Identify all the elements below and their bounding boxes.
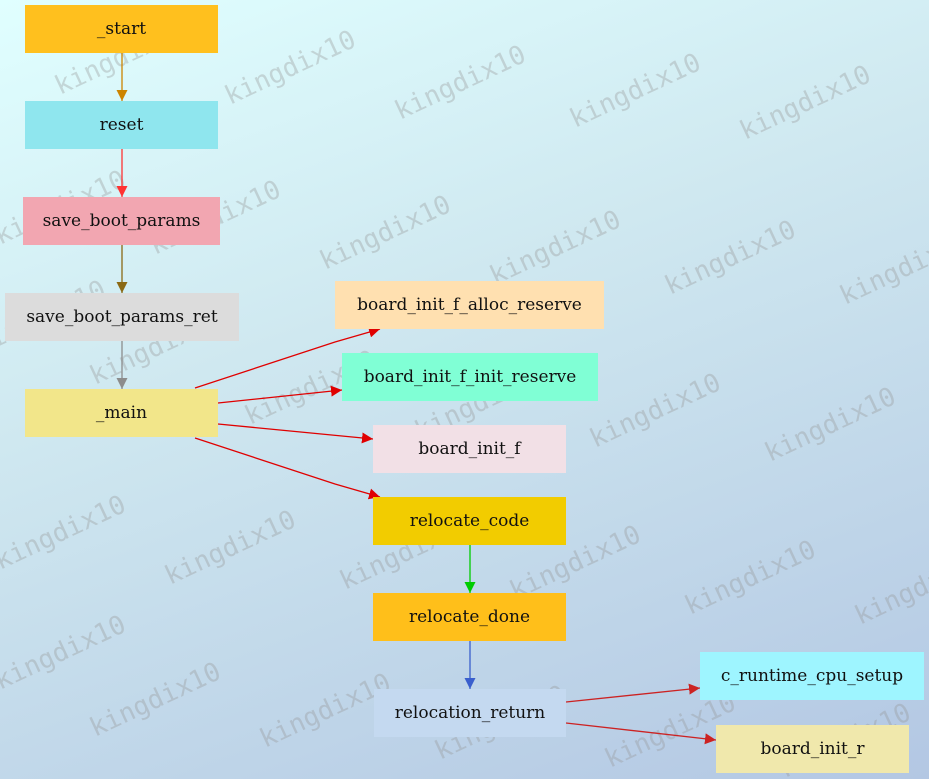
node-save-boot-params-ret: save_boot_params_ret [5, 293, 239, 341]
watermark-text: kingdix10 [585, 368, 725, 455]
watermark-text: kingdix10 [835, 225, 929, 312]
edge-main-to-board_init_f_alloc_reserve [194, 326, 381, 389]
edge-layer [116, 53, 717, 745]
node-relocation-return: relocation_return [374, 689, 566, 737]
watermark-text: kingdix10 [220, 25, 360, 112]
node-reset: reset [25, 101, 218, 149]
node-board-init-f-init-reserve: board_init_f_init_reserve [342, 353, 598, 401]
node-start: _start [25, 5, 218, 53]
node-main: _main [25, 389, 218, 437]
node-label: relocate_code [409, 511, 530, 531]
node-label: relocate_done [408, 607, 531, 627]
watermark-text: kingdix10 [390, 40, 530, 127]
node-board-init-f: board_init_f [373, 425, 566, 473]
node-relocate-done: relocate_done [373, 593, 566, 641]
node-label: save_boot_params [42, 211, 201, 231]
watermark-text: kingdix10 [315, 190, 455, 277]
watermark-text: kingdix10 [485, 205, 625, 292]
node-label: save_boot_params_ret [26, 307, 218, 327]
node-save-boot-params: save_boot_params [23, 197, 220, 245]
node-label: board_init_f_init_reserve [363, 367, 577, 387]
edge-relocation_return-to-c_runtime_cpu_setup [565, 683, 701, 703]
node-relocate-code: relocate_code [373, 497, 566, 545]
watermark-text: kingdix10 [85, 657, 225, 744]
watermark-text: kingdix10 [735, 60, 875, 147]
edge-main-to-board_init_f_init_reserve [217, 385, 343, 404]
node-board-init-f-alloc-reserve: board_init_f_alloc_reserve [335, 281, 604, 329]
edge-main-to-board_init_f [217, 423, 374, 444]
node-label: board_init_f [418, 439, 521, 459]
node-label: _start [96, 19, 147, 39]
node-label: c_runtime_cpu_setup [720, 666, 904, 686]
node-board-init-r: board_init_r [716, 725, 909, 773]
watermark-text: kingdix10 [160, 505, 300, 592]
node-label: board_init_r [760, 739, 865, 759]
node-c-runtime-cpu-setup: c_runtime_cpu_setup [700, 652, 924, 700]
edge-main-to-relocate_code [194, 437, 381, 500]
node-label: reset [99, 115, 144, 135]
node-label: board_init_f_alloc_reserve [357, 295, 582, 315]
watermark-text: kingdix10 [680, 535, 820, 622]
watermark-text: kingdix10 [565, 48, 705, 135]
watermark-text: kingdix10 [850, 545, 929, 632]
edge-relocation_return-to-board_init_r [565, 722, 717, 745]
node-label: _main [95, 403, 148, 423]
watermark-text: kingdix10 [660, 215, 800, 302]
watermark-text: kingdix10 [0, 490, 131, 577]
node-label: relocation_return [394, 703, 546, 723]
watermark-text: kingdix10 [0, 610, 131, 697]
watermark-text: kingdix10 [760, 382, 900, 469]
